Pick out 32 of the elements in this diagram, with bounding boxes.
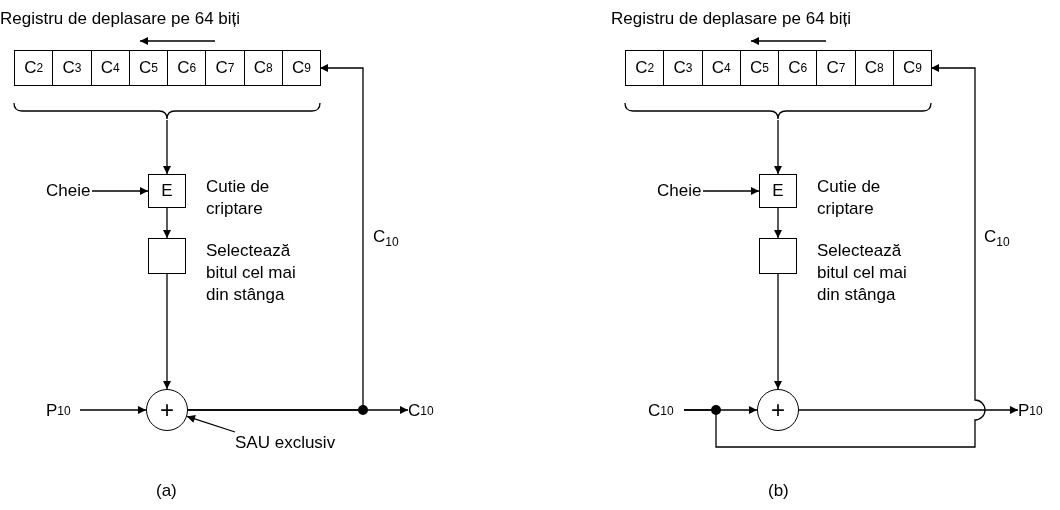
block-box bbox=[759, 238, 797, 274]
terminal-label: Cheie bbox=[657, 180, 703, 202]
block-box bbox=[148, 238, 186, 274]
panel-label: (a) bbox=[156, 480, 177, 502]
arrow bbox=[798, 406, 1019, 414]
box-caption: Cutie de criptare bbox=[206, 176, 271, 220]
arrow bbox=[163, 273, 171, 390]
edge-label: C$_{10}$ bbox=[984, 226, 1010, 248]
arrow bbox=[79, 406, 147, 414]
xor-circle: + bbox=[146, 389, 188, 431]
register-heading: Registru de deplasare pe 64 biți bbox=[0, 8, 241, 30]
arrow bbox=[683, 64, 986, 448]
arrow bbox=[163, 119, 171, 175]
leader-arrow bbox=[186, 415, 236, 433]
box-caption: Selectează bitul cel mai din stânga bbox=[206, 240, 297, 306]
edge-label: C$_{10}$ bbox=[373, 226, 399, 248]
arrow bbox=[187, 64, 364, 411]
arrow bbox=[774, 119, 782, 175]
arrow bbox=[91, 187, 149, 195]
terminal-label: SAU exclusiv bbox=[235, 432, 345, 454]
arrow bbox=[163, 207, 171, 239]
terminal-label: Cheie bbox=[46, 180, 92, 202]
block-box: E bbox=[148, 174, 186, 208]
xor-circle: + bbox=[757, 389, 799, 431]
register-heading: Registru de deplasare pe 64 biți bbox=[611, 8, 852, 30]
panel-label: (b) bbox=[768, 480, 789, 502]
block-box: E bbox=[759, 174, 797, 208]
arrow bbox=[774, 273, 782, 390]
box-caption: Cutie de criptare bbox=[817, 176, 882, 220]
arrow bbox=[774, 207, 782, 239]
box-caption: Selectează bitul cel mai din stânga bbox=[817, 240, 908, 306]
arrow bbox=[702, 187, 760, 195]
